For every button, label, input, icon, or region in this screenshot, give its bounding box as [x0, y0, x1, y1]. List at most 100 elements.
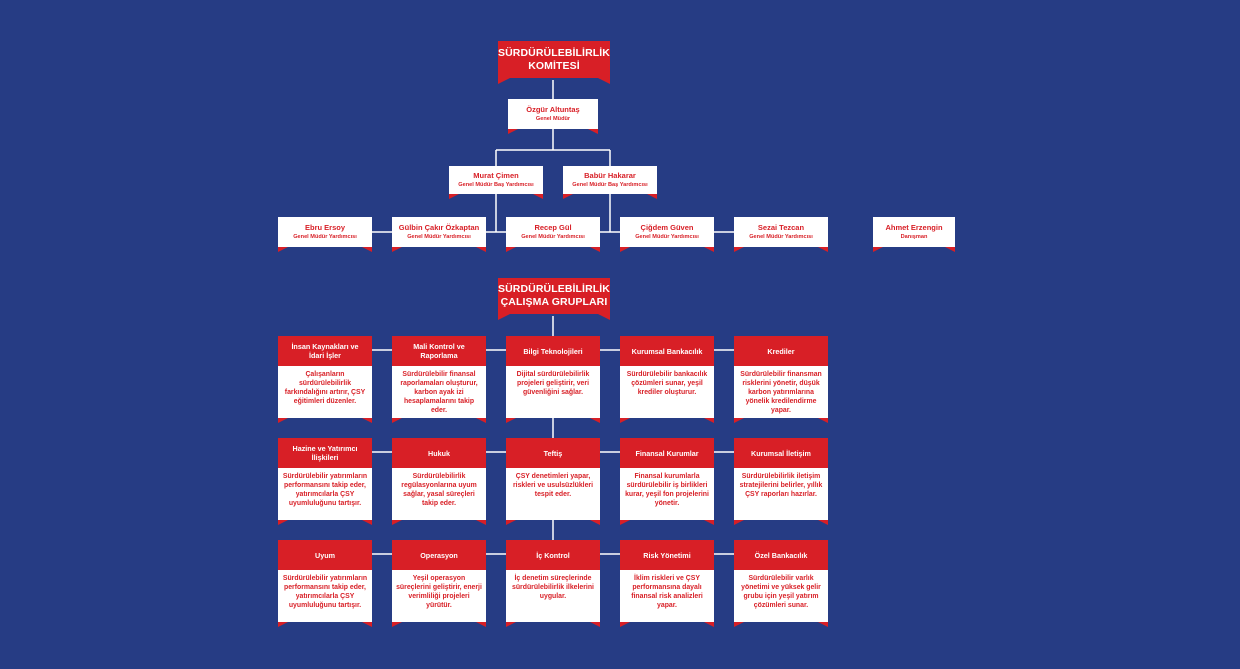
- working-group-title: Hazine ve Yatırımcı İlişkileri: [278, 438, 372, 468]
- person-name: Babür Hakarar: [584, 171, 636, 180]
- person-name: Sezai Tezcan: [757, 223, 805, 232]
- working-group-description: Sürdürülebilir yatırımların performansın…: [282, 575, 368, 609]
- person-name: Murat Çimen: [473, 171, 519, 180]
- working-groups-title-line2: ÇALIŞMA GRUPLARI: [500, 296, 608, 308]
- working-group-description: İç denetim süreçlerinde sürdürülebilirli…: [512, 575, 594, 600]
- group-fold-right: [476, 418, 486, 423]
- working-group-title: Mali Kontrol ve Raporlama: [392, 336, 486, 366]
- person-name: Recep Gül: [534, 223, 572, 232]
- group-fold-right: [362, 418, 372, 423]
- person-deputy-2: Babür Hakarar Genel Müdür Baş Yardımcısı: [563, 166, 657, 194]
- group-fold-left: [734, 622, 744, 627]
- working-group-description: Sürdürülebilirlik iletişim stratejilerin…: [739, 473, 823, 498]
- person-name: Gülbin Çakır Özkaptan: [398, 223, 480, 232]
- person-name: Çiğdem Güven: [640, 223, 694, 232]
- person-name: Özgür Altuntaş: [526, 105, 580, 114]
- ceo-fold-right: [588, 129, 598, 134]
- vp-fold-left: [506, 247, 516, 252]
- working-group-title: Risk Yönetimi: [620, 540, 714, 570]
- vp-fold-left: [392, 247, 402, 252]
- deputy-2-fold-left: [563, 194, 573, 199]
- person-deputy-1: Murat Çimen Genel Müdür Baş Yardımcısı: [449, 166, 543, 194]
- working-group-description: Sürdürülebilir bankacılık çözümleri suna…: [626, 371, 708, 396]
- vp-fold-right: [476, 247, 486, 252]
- group-fold-left: [620, 520, 630, 525]
- working-group-title: Özel Bankacılık: [734, 540, 828, 570]
- group-fold-left: [506, 520, 516, 525]
- group-fold-left: [620, 418, 630, 423]
- person-title: Genel Müdür Baş Yardımcısı: [572, 182, 648, 188]
- committee-title-line2: KOMİTESİ: [528, 59, 580, 72]
- working-group-title: Uyum: [278, 540, 372, 570]
- working-group-description: Sürdürülebilir finansman risklerini yöne…: [740, 371, 822, 414]
- group-fold-right: [590, 520, 600, 525]
- group-fold-right: [362, 520, 372, 525]
- group-fold-right: [818, 418, 828, 423]
- group-fold-right: [590, 622, 600, 627]
- deputy-1-fold-left: [449, 194, 459, 199]
- committee-banner: SÜRDÜRÜLEBİLİRLİK KOMİTESİ: [498, 41, 610, 78]
- committee-title-line1: SÜRDÜRÜLEBİLİRLİK: [498, 46, 610, 59]
- working-group-description: Sürdürülebilirlik regülasyonlarına uyum …: [401, 473, 477, 507]
- working-groups-banner-fold-left: [498, 314, 510, 320]
- working-group-description: Finansal kurumlarla sürdürülebilir iş bi…: [625, 473, 709, 507]
- person-title: Genel Müdür Yardımcısı: [407, 234, 471, 240]
- vp-fold-right: [590, 247, 600, 252]
- group-fold-right: [362, 622, 372, 627]
- working-groups-title-line1: SÜRDÜRÜLEBİLİRLİK: [498, 283, 610, 295]
- group-fold-left: [734, 520, 744, 525]
- group-fold-left: [392, 418, 402, 423]
- group-fold-left: [620, 622, 630, 627]
- group-fold-left: [392, 520, 402, 525]
- person-title: Genel Müdür Yardımcısı: [521, 234, 585, 240]
- vp-fold-right: [818, 247, 828, 252]
- group-fold-right: [590, 418, 600, 423]
- group-fold-left: [278, 520, 288, 525]
- group-fold-left: [506, 418, 516, 423]
- ceo-fold-left: [508, 129, 518, 134]
- person-title: Genel Müdür Yardımcısı: [635, 234, 699, 240]
- person-title: Danışman: [900, 234, 928, 240]
- person-title: Genel Müdür Baş Yardımcısı: [458, 182, 534, 188]
- person-name: Ahmet Erzengin: [885, 223, 943, 232]
- vp-fold-left: [873, 247, 883, 252]
- group-fold-left: [278, 418, 288, 423]
- working-group-title: Operasyon: [392, 540, 486, 570]
- working-group-description: ÇSY denetimleri yapar, riskleri ve usuls…: [512, 473, 594, 498]
- person-name: Ebru Ersoy: [304, 223, 345, 232]
- committee-banner-fold-right: [598, 78, 610, 84]
- group-fold-left: [506, 622, 516, 627]
- committee-banner-fold-left: [498, 78, 510, 84]
- vp-fold-right: [704, 247, 714, 252]
- working-groups-banner-fold-right: [598, 314, 610, 320]
- working-groups-banner: SÜRDÜRÜLEBİLİRLİK ÇALIŞMA GRUPLARI: [498, 278, 610, 314]
- working-group-description: Sürdürülebilir yatırımların performansın…: [282, 473, 368, 507]
- vp-fold-right: [945, 247, 955, 252]
- working-group-title: Hukuk: [392, 438, 486, 468]
- working-group-description: Sürdürülebilir finansal raporlamaları ol…: [400, 371, 478, 414]
- group-fold-right: [704, 418, 714, 423]
- vp-fold-right: [362, 247, 372, 252]
- working-group-title: Bilgi Teknolojileri: [506, 336, 600, 366]
- working-group-description: Yeşil operasyon süreçlerini geliştirir, …: [396, 575, 482, 609]
- working-group-title: Kurumsal Bankacılık: [620, 336, 714, 366]
- group-fold-right: [818, 622, 828, 627]
